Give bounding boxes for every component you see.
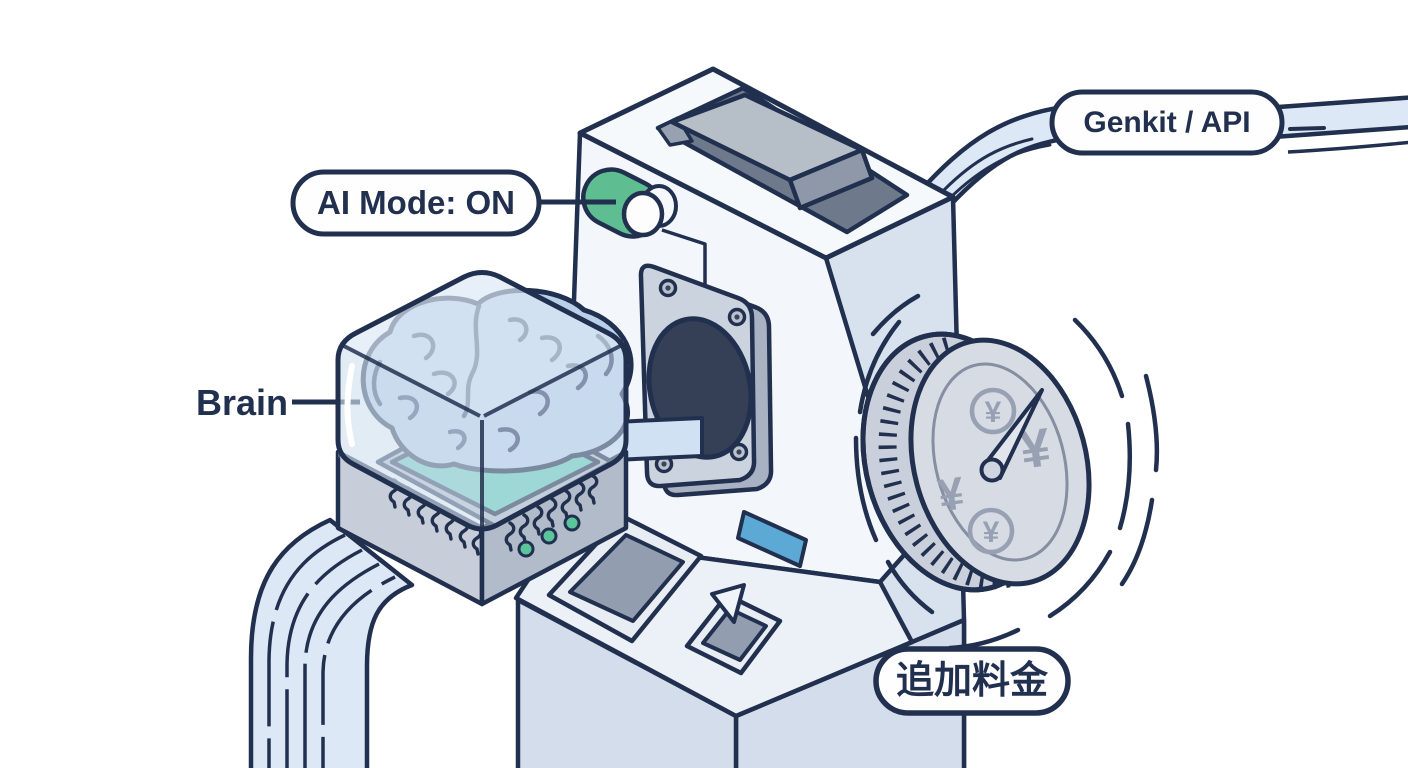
- plate-screws: [654, 278, 749, 474]
- extra-fee-label: 追加料金: [896, 659, 1049, 702]
- yen-symbol-bottom: ¥: [967, 507, 1015, 555]
- chute-icon: [710, 583, 746, 624]
- yen-symbol-top: ¥: [969, 387, 1017, 435]
- hopper-icon: [655, 85, 910, 235]
- glass-highlights: [344, 283, 423, 447]
- indicator-lights: [517, 514, 581, 558]
- coin-icon: ¥ ¥ ¥ ¥: [853, 293, 1160, 651]
- ribbon-cable: [248, 517, 415, 768]
- yen-glyph: ¥: [983, 516, 1000, 549]
- glass-case-assembly: [335, 270, 634, 607]
- glass-case: [335, 270, 629, 532]
- glass-edges: [339, 342, 625, 528]
- genkit-api-label: Genkit / API: [1083, 106, 1250, 139]
- toggle-connector-line: [661, 228, 707, 295]
- yen-glyph: ¥: [985, 396, 1002, 429]
- api-pipe: [1274, 95, 1408, 154]
- tray-small: [684, 583, 783, 676]
- label-extra-fee: 追加料金: [873, 646, 1071, 716]
- toggle-on-icon: [581, 167, 678, 239]
- label-ai-mode: AI Mode: ON: [290, 169, 616, 237]
- machine: [513, 66, 967, 768]
- coin-needle: [979, 388, 1044, 483]
- card-slot: [736, 510, 808, 568]
- tray-large: [546, 513, 704, 644]
- brain-label: Brain: [196, 382, 288, 423]
- label-genkit-api: Genkit / API: [1049, 89, 1285, 156]
- ai-mode-label: AI Mode: ON: [317, 184, 515, 221]
- coin-inner-rim: [931, 362, 1069, 562]
- coin-ridges: [878, 337, 1013, 590]
